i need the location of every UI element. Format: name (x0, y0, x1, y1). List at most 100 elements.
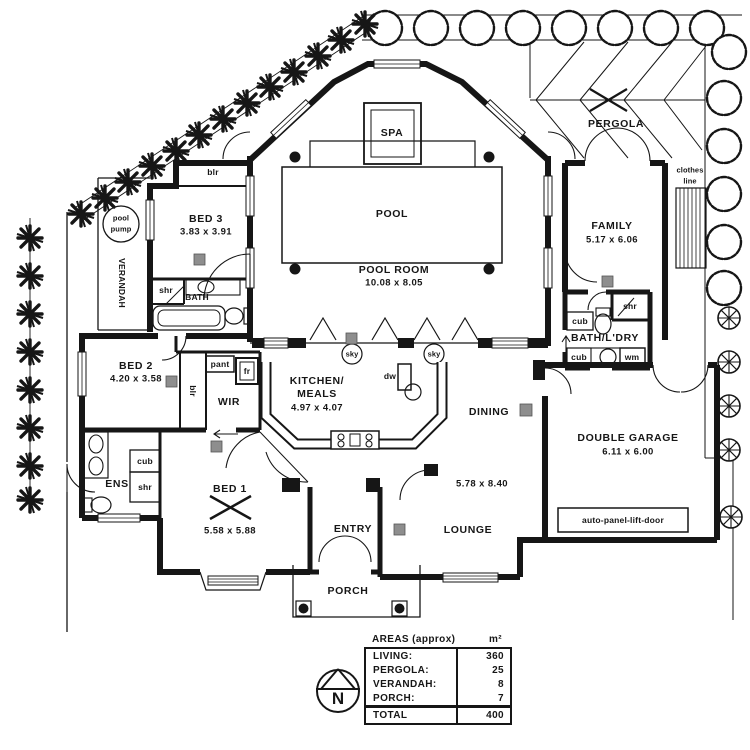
areas-row-value: 7 (456, 691, 510, 705)
label-pool-pump-1: pool (112, 213, 130, 223)
label-pergola: PERGOLA (587, 118, 645, 130)
label-dining: DINING (468, 406, 510, 418)
label-garage: DOUBLE GARAGE (577, 432, 679, 444)
label-lounge: LOUNGE (443, 524, 493, 536)
label-bed3-dims: 3.83 x 3.91 (180, 226, 232, 238)
label-bed2-dims: 4.20 x 3.58 (110, 373, 162, 385)
label-porch: PORCH (327, 585, 369, 597)
label-shower-ens: shr (138, 482, 152, 492)
pool-fixtures (250, 102, 548, 365)
label-verandah: VERANDAH (117, 258, 127, 308)
pergola-fan-icon (589, 88, 628, 112)
label-shower-bath: shr (159, 285, 173, 295)
label-bed2: BED 2 (119, 360, 153, 372)
garage-door-panel (557, 507, 689, 533)
label-washing-machine: wm (624, 352, 640, 362)
areas-row-label: PORCH: (373, 692, 415, 704)
basin-icon (88, 456, 104, 476)
label-shower-ldry: shr (623, 301, 637, 311)
label-bed1: BED 1 (213, 483, 247, 495)
skylight-icon (423, 343, 445, 365)
label-cupboard-ldry-2: cub (571, 352, 587, 362)
ceiling-fans (209, 494, 252, 521)
bed1-fan-icon (209, 494, 252, 521)
label-lounge-dims: 5.78 x 8.40 (456, 478, 508, 490)
label-skylight: sky (345, 349, 359, 359)
pool-pump-circle (102, 205, 140, 243)
areas-table: AREAS (approx) m² LIVING: 360 PERGOLA: 2… (364, 634, 512, 725)
basin-icon (197, 280, 215, 294)
label-kitchen-2: MEALS (297, 388, 337, 400)
toilet-icon (90, 496, 112, 514)
label-dishwasher: dw (383, 371, 397, 381)
label-bath: BATH (185, 292, 209, 302)
laundry-fixtures (566, 307, 646, 367)
areas-row-value: 8 (456, 677, 510, 691)
laundry-opening-arrow (561, 335, 571, 360)
areas-table-title: AREAS (approx) (372, 634, 456, 645)
label-clothes-line-1: clothes (676, 165, 704, 175)
label-robe-bed2: blr (188, 385, 198, 397)
vents (165, 253, 614, 536)
areas-total-label: TOTAL (373, 710, 408, 721)
areas-row-verandah: VERANDAH: 8 (366, 677, 510, 691)
label-entry: ENTRY (333, 523, 373, 535)
compass-north-letter: N (331, 689, 345, 708)
label-robe-bed3: blr (207, 167, 219, 177)
areas-row-porch: PORCH: 7 (366, 691, 510, 705)
areas-row-value: 360 (456, 649, 510, 663)
hall-opening-arrow (213, 429, 238, 439)
label-ens: ENS (105, 478, 129, 490)
areas-row-label: LIVING: (373, 650, 413, 662)
areas-row-value: 25 (456, 663, 510, 677)
label-garage-dims: 6.11 x 6.00 (602, 446, 654, 458)
label-pool-room: POOL ROOM (358, 264, 430, 276)
ensuite-fixtures (83, 431, 161, 514)
doors (161, 127, 709, 563)
label-family: FAMILY (591, 220, 633, 232)
label-kitchen-1: KITCHEN/ (289, 375, 345, 387)
clothes-line-hatch (675, 187, 707, 269)
label-pool-pump-2: pump (110, 224, 132, 234)
areas-row-label: VERANDAH: (373, 678, 437, 690)
porch-structure (292, 565, 421, 618)
bathroom-fixtures (152, 278, 253, 331)
label-wir: WIR (217, 396, 241, 408)
label-bed3: BED 3 (189, 213, 223, 225)
label-spa: SPA (380, 127, 404, 139)
dishwasher-box (397, 363, 412, 391)
label-cupboard-ens: cub (137, 456, 153, 466)
label-kitchen-dims: 4.97 x 4.07 (291, 402, 343, 414)
areas-row-pergola: PERGOLA: 25 (366, 663, 510, 677)
toilet-icon (594, 313, 612, 335)
areas-table-unit: m² (488, 634, 502, 645)
label-clothes-line-2: line (683, 176, 697, 186)
spa-outline (363, 102, 422, 165)
label-pool-room-dims: 10.08 x 8.05 (365, 277, 423, 289)
label-bath-ldry: BATH/L'DRY (571, 332, 639, 344)
label-garage-door: auto-panel-lift-door (582, 515, 664, 525)
basin-icon (599, 348, 617, 366)
label-family-dims: 5.17 x 6.06 (586, 234, 638, 246)
sink-icon (404, 383, 422, 401)
toilet-icon (224, 307, 244, 325)
fridge-box (235, 357, 259, 385)
cooktop-icon (330, 430, 380, 450)
bifold-door-marks (309, 316, 479, 341)
gate-door-arc (66, 463, 96, 493)
kitchen-fixtures (205, 355, 448, 450)
porch-column-icon (298, 603, 309, 614)
label-pool: POOL (375, 208, 409, 220)
areas-total-value: 400 (456, 708, 510, 723)
label-skylight: sky (427, 349, 441, 359)
label-pantry: pant (210, 359, 230, 369)
label-fridge: fr (243, 366, 251, 376)
areas-row-living: LIVING: 360 (366, 649, 510, 663)
areas-row-total: TOTAL 400 (366, 705, 510, 723)
walls-interior (150, 185, 653, 518)
porch-column-icon (394, 603, 405, 614)
north-compass (316, 668, 360, 713)
areas-row-label: PERGOLA: (373, 664, 429, 676)
